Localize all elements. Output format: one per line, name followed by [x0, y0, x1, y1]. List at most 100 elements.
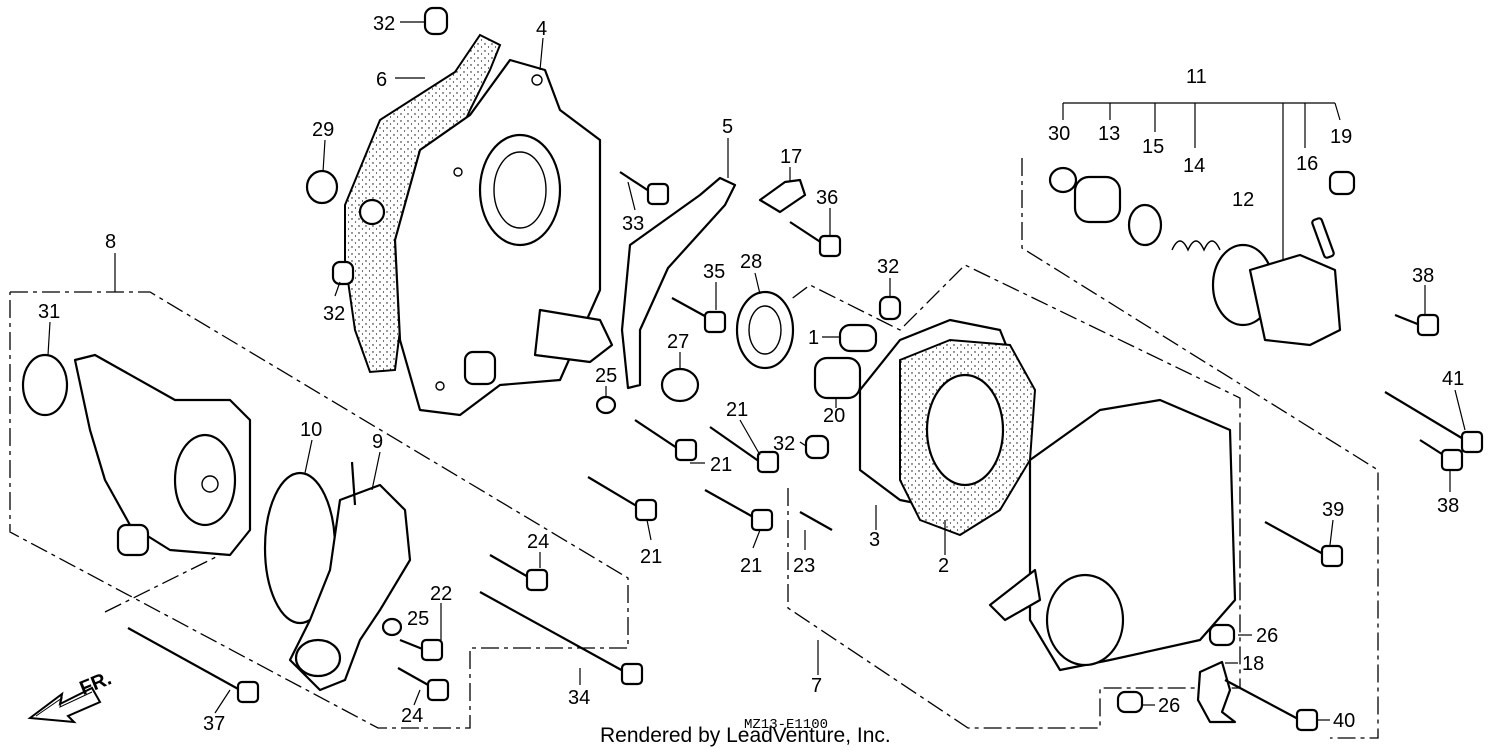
callout-33: 33: [622, 213, 644, 235]
callout-32a: 32: [373, 13, 395, 35]
callout-37: 37: [203, 713, 225, 735]
callout-40: 40: [1333, 710, 1355, 732]
callout-38a: 38: [1412, 265, 1434, 287]
bolt-hole-c: [435, 381, 445, 391]
plate-2-hole: [925, 373, 1005, 487]
callout-22: 22: [430, 583, 452, 605]
callout-1: 1: [808, 327, 819, 349]
callout-17: 17: [780, 146, 802, 168]
callout-30: 30: [1048, 123, 1070, 145]
callout-41: 41: [1442, 368, 1464, 390]
bearing-27: [660, 367, 700, 403]
pump-inlet: [116, 523, 150, 557]
callout-36: 36: [816, 187, 838, 209]
damper-20: [813, 356, 862, 400]
dowel-32-left: [331, 260, 355, 286]
spring-14: [1171, 240, 1221, 252]
callout-16: 16: [1296, 153, 1318, 175]
assembly-boundary-11: [1021, 158, 1379, 739]
gasket-15: [1127, 203, 1163, 247]
leader-lines: [47, 21, 1466, 721]
callout-32d: 32: [773, 433, 795, 455]
bleed-screw-16: [1311, 217, 1335, 259]
seal-29: [305, 169, 339, 205]
callout-38b: 38: [1437, 495, 1459, 517]
cover-4-bore: [478, 133, 562, 247]
cover-4-pipe: [533, 308, 614, 364]
assembly-boundary-8: [9, 291, 629, 729]
callout-10: 10: [300, 419, 322, 441]
callout-14: 14: [1183, 155, 1205, 177]
clamp-18: [1196, 660, 1237, 724]
callout-11: 11: [1186, 66, 1207, 88]
callout-19: 19: [1330, 126, 1352, 148]
callout-23: 23: [793, 555, 815, 577]
callout-18: 18: [1242, 653, 1264, 675]
oil-seal-28-inner: [748, 305, 782, 355]
direction-label: FR.: [77, 667, 115, 699]
dowel-32-low: [804, 434, 830, 460]
gasket-5: [620, 176, 737, 390]
front-direction-arrow: FR.: [27, 667, 115, 724]
bleed-bolt-19: [1328, 170, 1356, 196]
diagram-code: MZ13-E1100: [744, 717, 828, 733]
callout-24b: 24: [401, 705, 423, 727]
dowel-26-top: [1208, 623, 1236, 647]
callout-26b: 26: [1158, 695, 1180, 717]
callout-13: 13: [1098, 123, 1120, 145]
pump-cover-9: [288, 483, 412, 692]
thermostat-housing: [1248, 253, 1342, 347]
callout-32c: 32: [877, 256, 899, 278]
bolt-hole-b: [453, 167, 463, 177]
case-7-bracket: [988, 568, 1042, 622]
clip-17: [758, 178, 807, 214]
callout-3: 3: [869, 529, 880, 551]
callout-21c: 21: [640, 546, 662, 568]
callout-21d: 21: [740, 555, 762, 577]
washer-30: [1048, 166, 1078, 194]
oil-seal-28: [735, 290, 795, 370]
callout-5: 5: [722, 116, 733, 138]
collar-1: [838, 323, 878, 353]
pump-impeller: [173, 433, 237, 527]
cover-4-bore-inner: [493, 151, 547, 229]
dowel-32-top: [423, 6, 449, 36]
callout-24a: 24: [527, 531, 549, 553]
callout-4: 4: [536, 18, 547, 40]
callout-27: 27: [667, 331, 689, 353]
callout-9: 9: [372, 431, 383, 453]
callout-28: 28: [740, 251, 762, 273]
callout-2: 2: [938, 555, 949, 577]
callout-8: 8: [105, 231, 116, 253]
bolts: [127, 171, 1484, 732]
callout-31: 31: [38, 301, 60, 323]
callout-32b: 32: [323, 303, 345, 325]
callout-6: 6: [376, 69, 387, 91]
pump-cover-outlet: [294, 638, 342, 678]
footer-credit: Rendered by LeadVenture, Inc.: [600, 724, 891, 747]
bolt-hole-a: [531, 74, 543, 86]
callout-35: 35: [703, 261, 725, 283]
callout-7: 7: [811, 675, 822, 697]
callout-15: 15: [1142, 136, 1164, 158]
callout-12: 12: [1232, 189, 1254, 211]
callout-26a: 26: [1256, 625, 1278, 647]
cover-4-boss: [463, 350, 497, 386]
thermostat-13: [1073, 175, 1122, 224]
case-7-flange: [1045, 573, 1125, 667]
callout-25a: 25: [595, 365, 617, 387]
assembly-boundary-lower: [104, 554, 221, 613]
air-bleed-pipe: [350, 461, 357, 506]
pump-shaft: [201, 475, 219, 493]
callout-21a: 21: [726, 399, 748, 421]
callout-20: 20: [823, 405, 845, 427]
callout-21b: 21: [710, 454, 732, 476]
dowel-32-mid: [878, 295, 902, 321]
o-ring-31: [21, 353, 69, 417]
callout-34: 34: [568, 687, 590, 709]
gasket-6-hole: [358, 198, 386, 226]
callout-39: 39: [1322, 499, 1344, 521]
callout-29: 29: [312, 119, 334, 141]
dowel-26-bot: [1116, 690, 1144, 714]
